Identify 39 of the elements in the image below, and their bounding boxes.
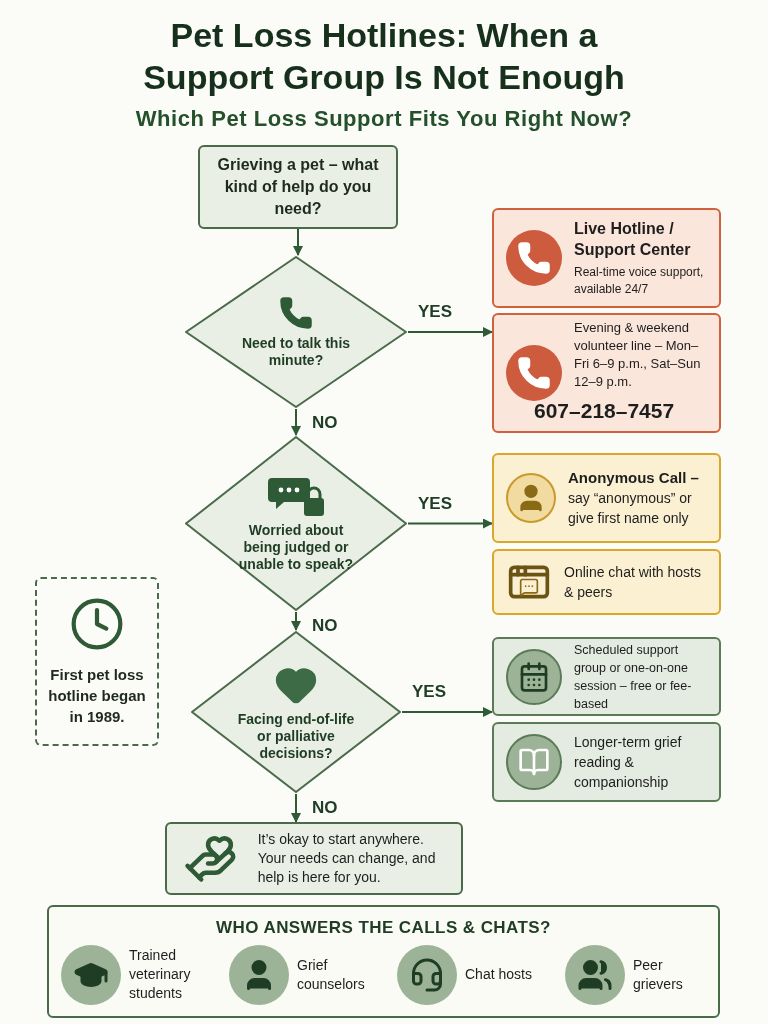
fact-box	[35, 577, 159, 746]
arrow	[291, 611, 301, 631]
card-text: Real-time voice support, available 24/7	[574, 264, 705, 298]
card-heading: Anonymous Call –	[568, 468, 700, 488]
card-text: Evening & weekend volunteer line – Mon–Fri 6–9 p.m., Sat–Sun 12–9 p.m.	[574, 319, 702, 392]
option-card	[492, 549, 721, 615]
phone-number: 607–218–7457	[534, 398, 676, 425]
arrow	[407, 518, 493, 529]
panel-heading: WHO ANSWERS THE CALLS & CHATS?	[216, 917, 551, 939]
arrow	[401, 707, 493, 717]
subtitle: Which Pet Loss Support Fits You Right Now?	[134, 105, 634, 133]
title: Pet Loss Hotlines: When a Support Group Is Not Enough	[142, 15, 626, 98]
role-text: Chat hosts	[465, 965, 533, 984]
card-text: say “anonymous” or give first name only	[568, 489, 693, 528]
option-card	[492, 637, 721, 716]
hotline-card	[492, 313, 721, 433]
info-panel	[47, 905, 720, 1018]
role-text: Grief counselors	[297, 955, 366, 994]
card-text: Longer-term grief reading & companionship	[574, 733, 683, 792]
question-text: Facing end-of-life or palliative decisions?	[236, 710, 356, 762]
arrow	[291, 408, 301, 436]
arrow	[293, 228, 303, 256]
hotline-card	[492, 208, 721, 308]
arrow	[407, 327, 493, 337]
role-text: Trained veterinary students	[129, 946, 192, 1003]
option-card	[492, 453, 721, 543]
arrow	[291, 793, 301, 823]
card-heading: Live Hotline / Support Center	[574, 219, 692, 260]
card-text: Online chat with hosts & peers	[564, 563, 702, 602]
question-text: Need to talk this minute?	[240, 335, 352, 369]
role-text: Peer grievers	[633, 955, 684, 994]
fact-text: First pet loss hotline began in 1989.	[47, 665, 147, 727]
message-text: It’s okay to start anywhere. Your needs can change, and help is here for you.	[257, 830, 437, 887]
box-text: Grieving a pet – what kind of help do you need?	[216, 155, 380, 219]
question-text: Worried about being judged or unable to speak?	[237, 522, 355, 573]
message-box	[165, 822, 463, 895]
start-box	[198, 145, 398, 229]
card-text: Scheduled support group or one-on-one session – free or fee-based	[574, 641, 693, 713]
option-card	[492, 722, 721, 802]
